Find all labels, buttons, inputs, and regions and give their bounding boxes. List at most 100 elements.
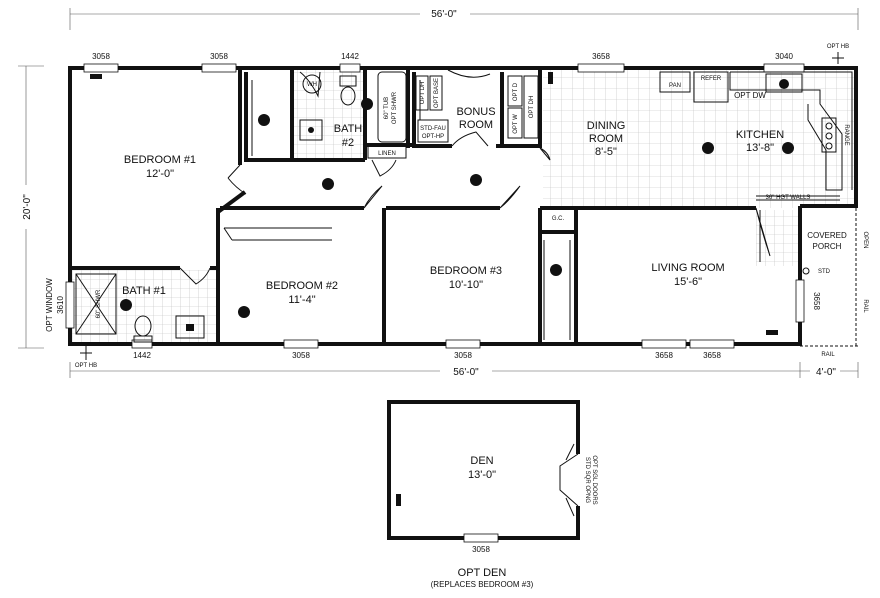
- porch-rail-side-label: RAIL: [862, 299, 868, 313]
- opt-dh-label-2: OPT DH: [529, 96, 535, 119]
- furnace-label-1: STD-FAU: [420, 126, 446, 132]
- den-name: DEN: [470, 455, 493, 467]
- bath1-fixtures: 60" SHWR: [75, 273, 205, 343]
- bonus-name-2: ROOM: [459, 119, 493, 131]
- bedroom3-name: BEDROOM #3: [430, 265, 502, 277]
- opt-dh-box: [415, 75, 429, 111]
- dimension-left-label: 20'-0": [22, 194, 33, 220]
- dining-name-2: ROOM: [589, 133, 623, 145]
- opt-dh-box-2: [523, 75, 539, 139]
- bath2-tile: [293, 70, 363, 160]
- interior-walls: [70, 68, 756, 344]
- kitchen-dining-tile: [543, 70, 856, 208]
- sink-icon: [175, 315, 205, 339]
- optional-den: STD SQR OPNG OPT SGL DOORS 3058 DEN 13'-…: [387, 400, 597, 589]
- range-icon: [821, 117, 837, 153]
- closet-details: [223, 80, 571, 340]
- window-label: 3058: [92, 52, 110, 61]
- light-icon: [238, 306, 250, 318]
- window-label: 1442: [341, 52, 359, 61]
- light-icon: [322, 178, 334, 190]
- den-size: 13'-0": [468, 469, 496, 481]
- bath2-number: #2: [342, 137, 354, 149]
- opt-dh-label: OPT DH: [420, 82, 426, 105]
- bonus-fixtures: OPT DH OPT BASE STD-FAU OPT-HP OPT D OPT…: [415, 75, 539, 143]
- opt-washer-box: [507, 107, 523, 139]
- kitchen-sink-icon: [765, 73, 803, 93]
- porch-rail-bottom-label: RAIL: [821, 352, 835, 358]
- light-icon: [782, 142, 794, 154]
- kitchen-fixtures: PAN REFER OPT DW RANGE 36" HGT WALLS: [659, 71, 853, 201]
- refrigerator: [693, 71, 729, 103]
- panel-marker: [90, 74, 102, 79]
- dimension-left: 20'-0": [18, 65, 44, 349]
- shower-label: 60" SHWR: [96, 289, 102, 318]
- refrigerator-label: REFER: [701, 76, 722, 82]
- dimension-porch-label: 4'-0": [816, 367, 836, 378]
- light-icon: [258, 114, 270, 126]
- porch-name: COVERED: [807, 231, 847, 240]
- opt-base-label: OPT BASE: [434, 78, 440, 108]
- linen-closet: [367, 145, 407, 159]
- opt-dryer-box: [507, 75, 523, 107]
- bedroom2-size: 11'-4": [288, 294, 315, 306]
- bath2-fixtures: WH 60" TUB OPT SHWR LINEN: [299, 71, 407, 159]
- window-label: 3658: [703, 351, 721, 360]
- water-heater-icon: [302, 74, 322, 94]
- kitchen-name: KITCHEN: [736, 129, 784, 141]
- kitchen-size: 13'-8": [746, 142, 774, 154]
- window-label: 3658: [655, 351, 673, 360]
- dimension-bottom-label: 56'-0": [453, 367, 479, 378]
- half-wall-label: 36" HGT WALLS: [766, 195, 811, 201]
- window-label: 3610: [56, 296, 65, 314]
- window-label: 1442: [133, 351, 151, 360]
- window-label: 3058: [292, 351, 310, 360]
- den-caption-subtitle: (REPLACES BEDROOM #3): [431, 580, 534, 589]
- toilet-tank-icon: [339, 75, 357, 87]
- opt-washer-label: OPT W: [513, 114, 519, 134]
- den-window-label: 3058: [472, 545, 490, 554]
- window-label: 3040: [775, 52, 793, 61]
- bath1-name: BATH #1: [122, 285, 166, 297]
- dimension-top: 56'-0": [69, 6, 859, 30]
- den-opening-label-2: OPT SGL DOORS: [591, 455, 597, 504]
- light-icon: [470, 174, 482, 186]
- sink-icon: [299, 119, 323, 141]
- dimension-top-label: 56'-0": [431, 9, 457, 20]
- den-caption-title: OPT DEN: [458, 567, 507, 579]
- light-icon: [361, 98, 373, 110]
- bedroom3-size: 10'-10": [449, 279, 483, 291]
- linen-label: LINEN: [378, 151, 396, 157]
- dining-size: 8'-5": [595, 146, 617, 158]
- light-icon: [550, 264, 562, 276]
- tub-label: 60" TUB: [384, 97, 390, 119]
- den-opening-label-1: STD SQR OPNG: [584, 457, 590, 503]
- pantry-label: PAN: [669, 83, 681, 89]
- light-icon: [702, 142, 714, 154]
- porch-name-2: PORCH: [813, 242, 842, 251]
- gc-label: G.C.: [552, 216, 565, 222]
- tub-icon: [377, 71, 407, 143]
- bedroom1-size: 12'-0": [146, 168, 174, 180]
- furnace-label-2: OPT-HP: [422, 134, 444, 140]
- furnace-box: [417, 119, 449, 143]
- hose-bib-label: OPT HB: [75, 363, 97, 369]
- hose-bib-top: OPT HB: [827, 44, 849, 64]
- window-label: 3058: [210, 52, 228, 61]
- panel-marker: [766, 330, 778, 335]
- den-window: [463, 533, 499, 543]
- door-swings: [179, 69, 771, 285]
- room-labels: BEDROOM #1 12'-0" BATH #2 BONUS ROOM DIN…: [122, 106, 847, 306]
- bonus-name: BONUS: [456, 106, 495, 118]
- bedroom1-name: BEDROOM #1: [124, 154, 196, 166]
- bath2-name: BATH: [334, 123, 363, 135]
- window-openings: [65, 63, 805, 349]
- window-label: 3058: [454, 351, 472, 360]
- covered-porch: OPEN RAIL RAIL STD: [759, 208, 868, 358]
- water-heater-label: WH: [307, 82, 317, 88]
- living-size: 15'-6": [674, 276, 702, 288]
- opt-shower-label: OPT SHWR: [392, 91, 398, 124]
- dining-name: DINING: [587, 120, 626, 132]
- range-label: RANGE: [843, 124, 849, 145]
